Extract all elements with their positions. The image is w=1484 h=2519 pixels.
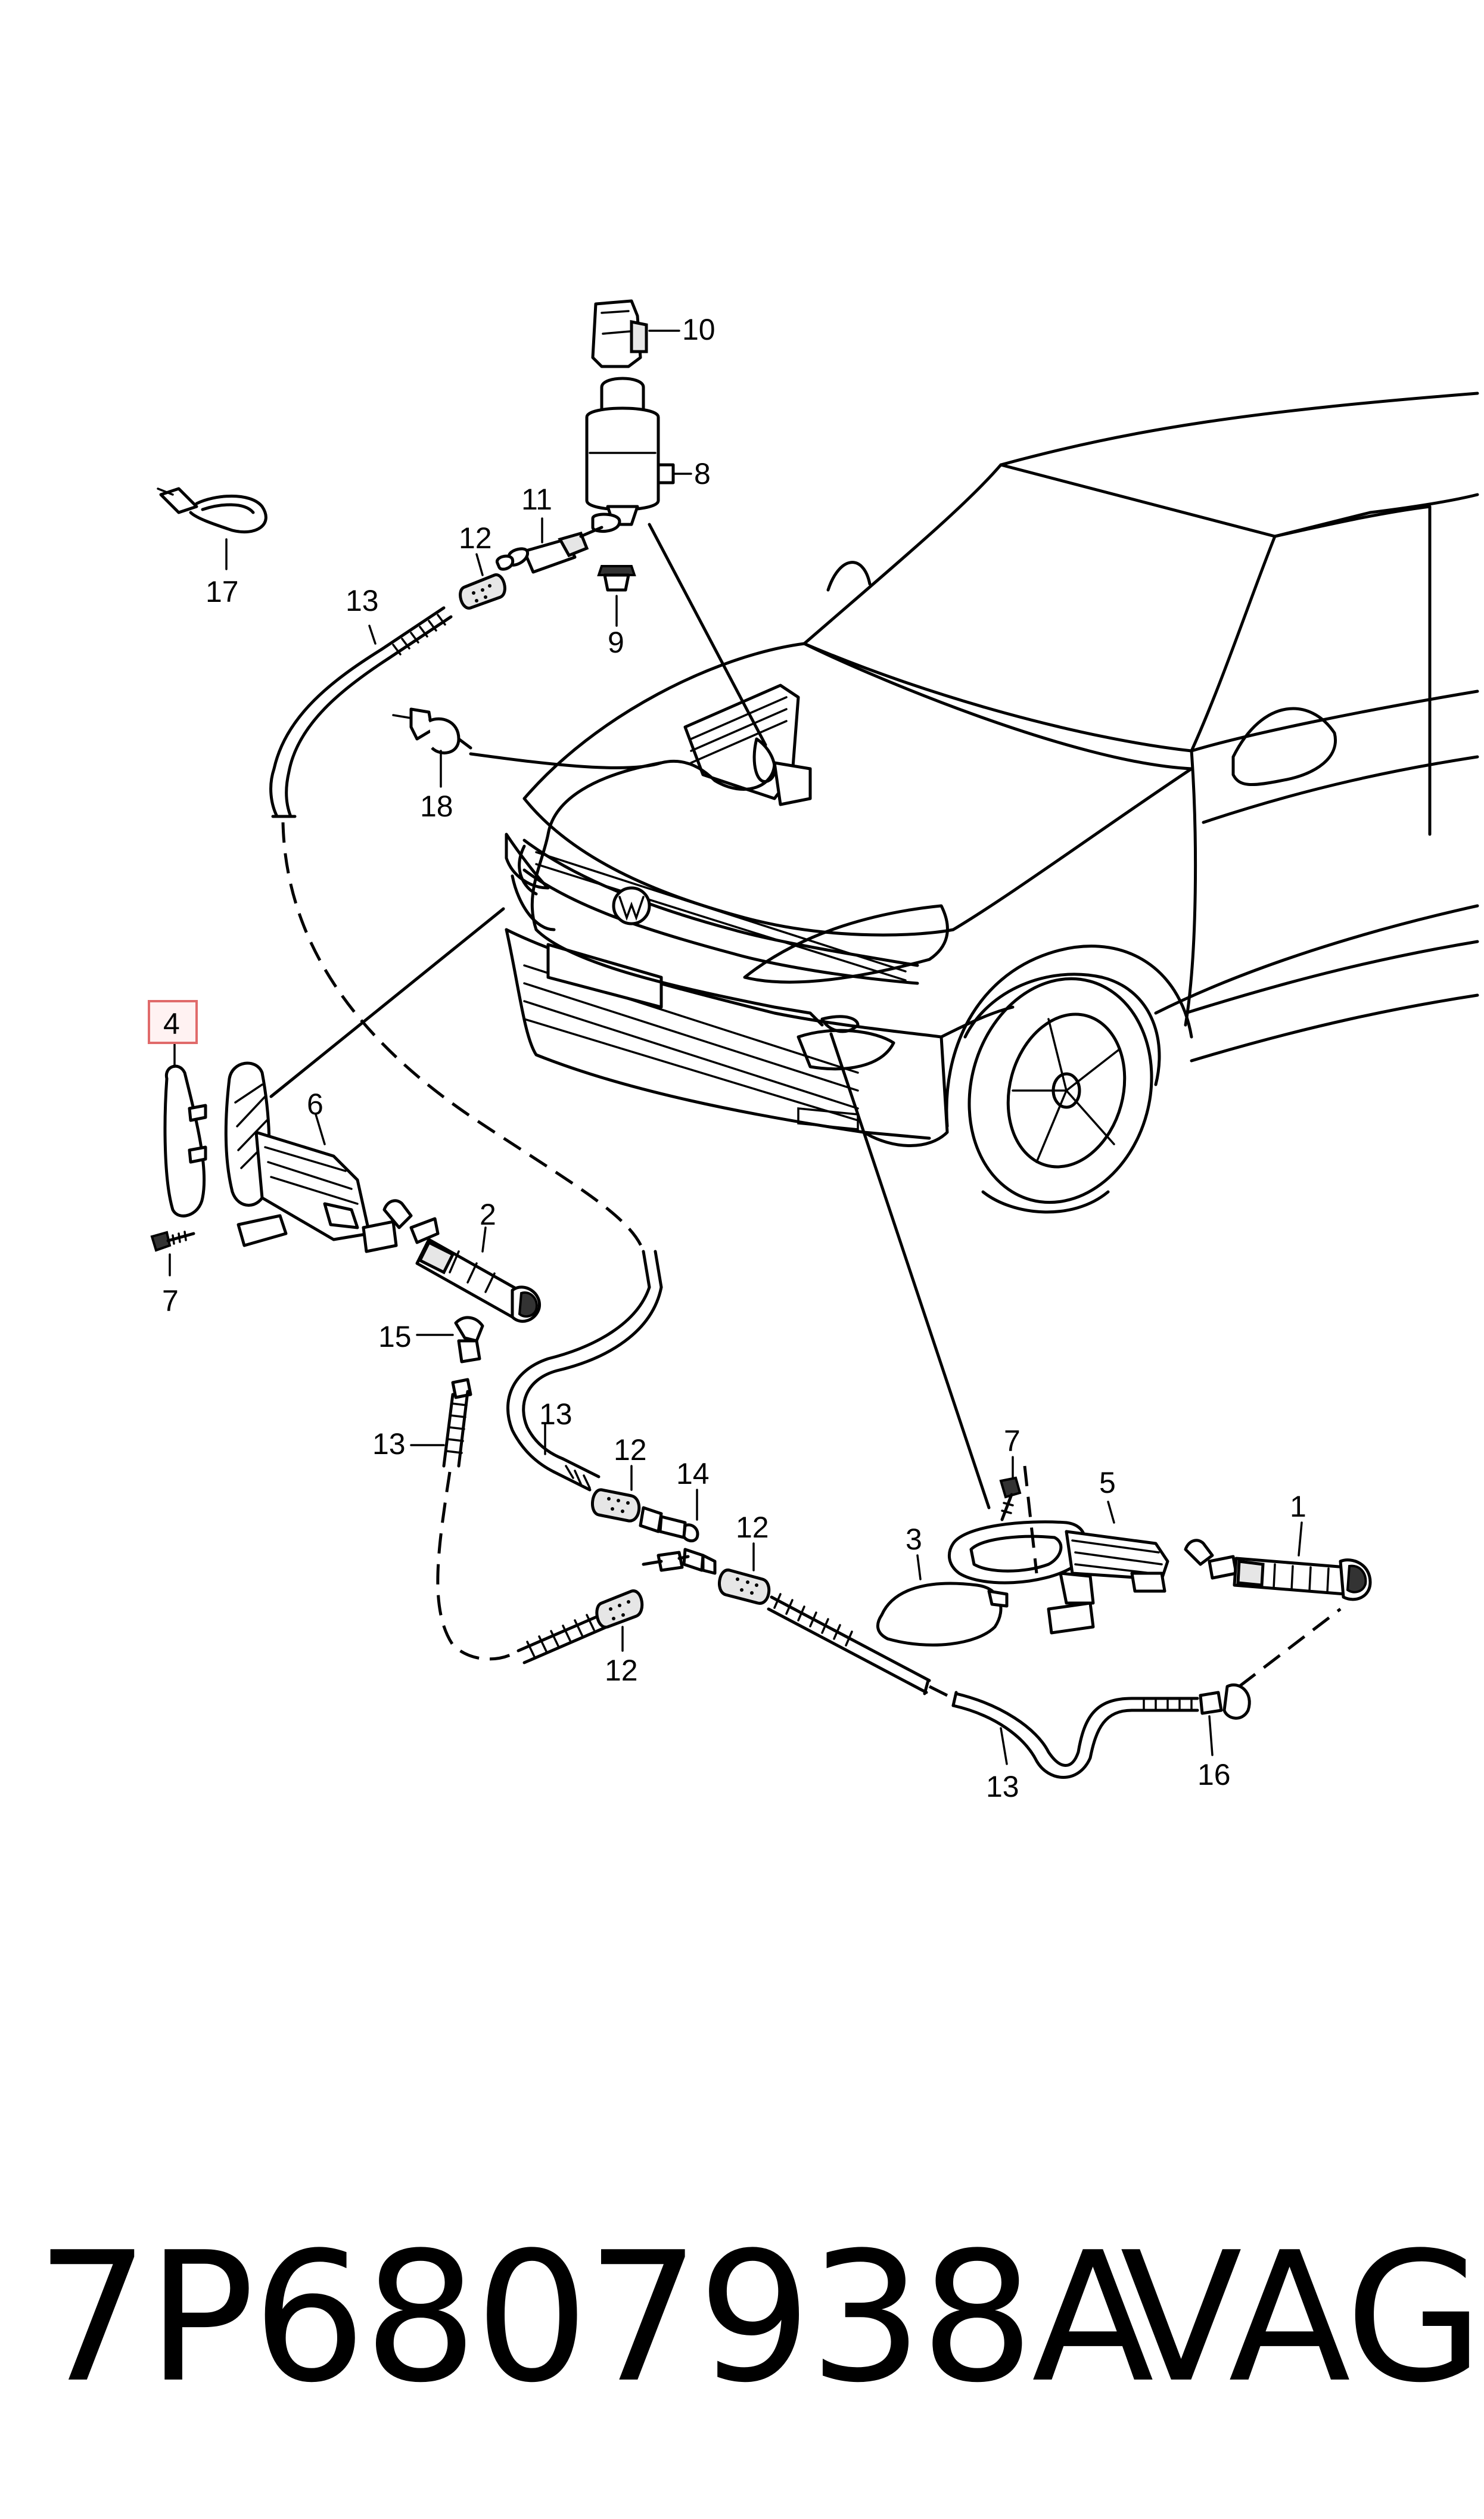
callout-16: 16 <box>1197 1758 1231 1791</box>
callout-14: 14 <box>676 1457 710 1490</box>
part-12-hose-sleeve-right <box>718 1542 771 1605</box>
vehicle-front-illustration <box>505 392 1479 1214</box>
part-13-hose-center <box>506 1250 663 1492</box>
part-2-telescope-cylinder-left <box>382 1199 541 1323</box>
callout-12-lower: 12 <box>605 1654 638 1687</box>
callout-11: 11 <box>521 483 552 516</box>
part-5-telescopic-bracket-right <box>947 1501 1169 1635</box>
vehicle-hose-routing <box>269 523 991 1509</box>
part-12-hose-sleeve-upper <box>459 553 506 610</box>
callout-5: 5 <box>1099 1466 1116 1499</box>
callout-8: 8 <box>694 457 711 490</box>
brand-label: VAG <box>1120 2214 1483 2422</box>
part-13-hose-upper <box>269 606 645 1252</box>
part-number-label: 7P6807938A <box>36 2214 1154 2422</box>
part-11-hose-connector <box>495 517 603 574</box>
callout-13-center: 13 <box>539 1397 573 1431</box>
part-6-telescopic-bracket-left <box>224 1061 398 1253</box>
part-9-grommet <box>597 565 636 627</box>
part-14-t-connector <box>639 1489 717 1575</box>
callout-2: 2 <box>480 1198 496 1231</box>
part-8-washer-pump <box>585 377 692 533</box>
callout-18: 18 <box>420 790 453 823</box>
callout-13-upper: 13 <box>346 584 379 617</box>
callout-12-right: 12 <box>736 1511 769 1544</box>
part-4-washer-nozzle-cap <box>163 1039 207 1217</box>
callout-3: 3 <box>906 1523 922 1556</box>
part-12-hose-sleeve-center <box>590 1465 641 1523</box>
part-3-washer-nozzle-cap-right <box>876 1554 1009 1647</box>
callout-6: 6 <box>307 1088 323 1121</box>
callout-7-left: 7 <box>162 1284 179 1318</box>
part-16-elbow-connector <box>1199 1608 1342 1756</box>
callout-1: 1 <box>1290 1490 1306 1523</box>
callout-15: 15 <box>378 1320 412 1353</box>
callout-12-center: 12 <box>614 1433 647 1467</box>
callout-4: 4 <box>163 1007 180 1040</box>
callout-4-highlight <box>148 1000 198 1044</box>
part-7-screw-left <box>150 1231 195 1276</box>
callout-12-upper: 12 <box>459 521 492 555</box>
callout-10: 10 <box>682 313 715 346</box>
part-7-screw-right <box>999 1456 1038 1574</box>
part-13-hose-right <box>767 1593 1199 1779</box>
callout-labels: 1 2 3 4 5 6 7 7 8 9 10 11 12 12 12 12 13… <box>162 313 1306 1803</box>
part-17-cable-tie <box>157 487 267 570</box>
callout-13-left: 13 <box>372 1427 406 1461</box>
part-18-clip <box>392 707 472 788</box>
washer-reservoir <box>683 684 812 806</box>
part-15-elbow-connector <box>416 1316 484 1399</box>
part-13-hose-left <box>410 1390 644 1664</box>
callout-17: 17 <box>206 575 239 608</box>
part-1-telescope-cylinder-right <box>1184 1521 1372 1601</box>
callout-9: 9 <box>608 626 624 659</box>
callout-7-right: 7 <box>1004 1424 1021 1458</box>
callout-13-right: 13 <box>986 1770 1019 1803</box>
part-10-connector <box>591 299 680 368</box>
